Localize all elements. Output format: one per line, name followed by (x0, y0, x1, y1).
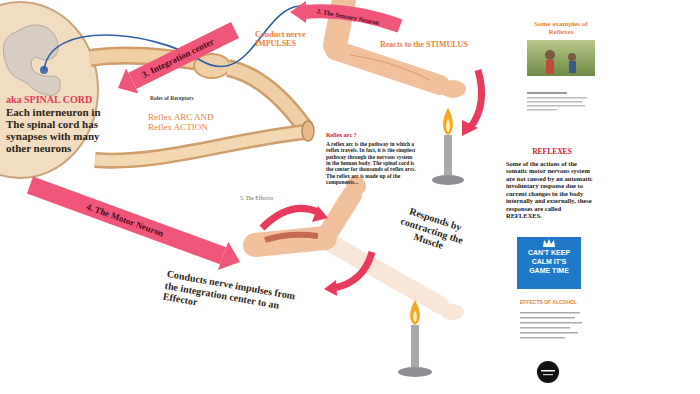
side-panel-art-part (543, 374, 553, 375)
spinal-cord-part (3, 25, 60, 95)
nerve-part (228, 68, 305, 128)
side-panel-art-part (520, 327, 570, 329)
top-candle-part (444, 135, 452, 175)
top-curved-arrow-part (290, 1, 306, 23)
top-candle-part (443, 108, 453, 135)
top-candle-part (446, 118, 450, 132)
side-panel-art-part (520, 332, 578, 334)
side-panel-art-part (527, 101, 582, 103)
side-panel-art-part (527, 40, 595, 76)
bottom-curved-arrow (262, 206, 372, 296)
side-panel-art-part (527, 105, 585, 107)
side-panel-art-part (546, 60, 554, 74)
bottom-candle-part (398, 367, 432, 377)
side-panel-art-part (568, 53, 576, 61)
topic-title: Reflex ARC AND Reflex ACTION (148, 112, 222, 133)
bottom-arm-part (265, 235, 318, 240)
side-panel-art-part (520, 337, 565, 339)
box-heading: Reflex arc ? (326, 132, 416, 139)
step-note: Conduct nerve IMPULSES (255, 30, 307, 48)
top-curved-arrow (290, 1, 482, 136)
poster-text: CAN'T KEEP CALM IT'S GAME TIME (522, 249, 576, 275)
crown-icon-shape (543, 239, 555, 247)
nerve-part (302, 121, 314, 141)
bottom-curved-arrow-part (312, 206, 328, 222)
note-text: Each interneuron in The spinal cord has … (6, 106, 118, 154)
top-candle-part (432, 175, 464, 185)
nerve-part (228, 68, 305, 128)
panel-body: Some of the actions of the somatic motor… (506, 160, 598, 220)
crown-icon (543, 239, 555, 247)
bottom-candle (398, 300, 432, 377)
bottom-arm-part (440, 304, 464, 320)
bottom-curved-arrow-part (262, 208, 318, 228)
bottom-curved-arrow-part (324, 280, 337, 296)
top-curved-arrow-part (470, 70, 482, 128)
bottom-candle-part (411, 325, 419, 367)
top-arm-part (440, 80, 466, 98)
top-curved-arrow-part (462, 120, 478, 136)
panel-heading: Some examples of Reflexes (522, 20, 600, 36)
panel-heading: EFFECTS OF ALCOHOL (520, 300, 592, 306)
panel-heading: REFLEXES (506, 148, 598, 157)
step-note: Reacts to the STIMULUS (380, 40, 478, 49)
side-panel-art-part (545, 50, 555, 60)
bottom-curved-arrow-part (334, 252, 372, 288)
side-panel-art-part (537, 361, 559, 383)
top-candle (432, 108, 464, 185)
top-arm-part (350, 55, 430, 80)
side-panel-art-part (527, 97, 587, 99)
pink-arrow-part (118, 68, 139, 93)
side-panel-art-part (520, 312, 580, 314)
bottom-candle-part (413, 310, 417, 322)
part-label: 5. The Effector (240, 195, 290, 201)
bottom-arm-part (325, 195, 352, 238)
bottom-arm-part (325, 240, 440, 305)
step-note: Conducts nerve impulses from the integra… (162, 268, 306, 326)
bottom-candle-part (410, 300, 420, 325)
side-panel-art-part (541, 370, 555, 372)
nerve-part (95, 132, 305, 161)
step-note: Responds by contracting the Muscle (386, 200, 478, 259)
box-body: A reflex arc is the pathway in which a r… (326, 141, 416, 185)
pink-arrow-part (218, 242, 240, 270)
side-panel-art-part (527, 92, 567, 94)
top-arm-part (335, 50, 440, 85)
region-label: aka SPINAL CORD (6, 94, 118, 106)
pink-arrow-part (30, 185, 223, 256)
side-panel-art-part (569, 61, 576, 73)
nerve-part (95, 132, 305, 161)
side-panel-art-part (520, 322, 582, 324)
poster-box: CAN'T KEEP CALM IT'S GAME TIME (517, 237, 581, 289)
side-panel-art-part (520, 317, 575, 319)
side-panel-art-part (527, 109, 557, 111)
small-heading: Roles of Receptors (150, 95, 212, 101)
arrow-label: 4. The Motor Neuron (71, 196, 180, 244)
